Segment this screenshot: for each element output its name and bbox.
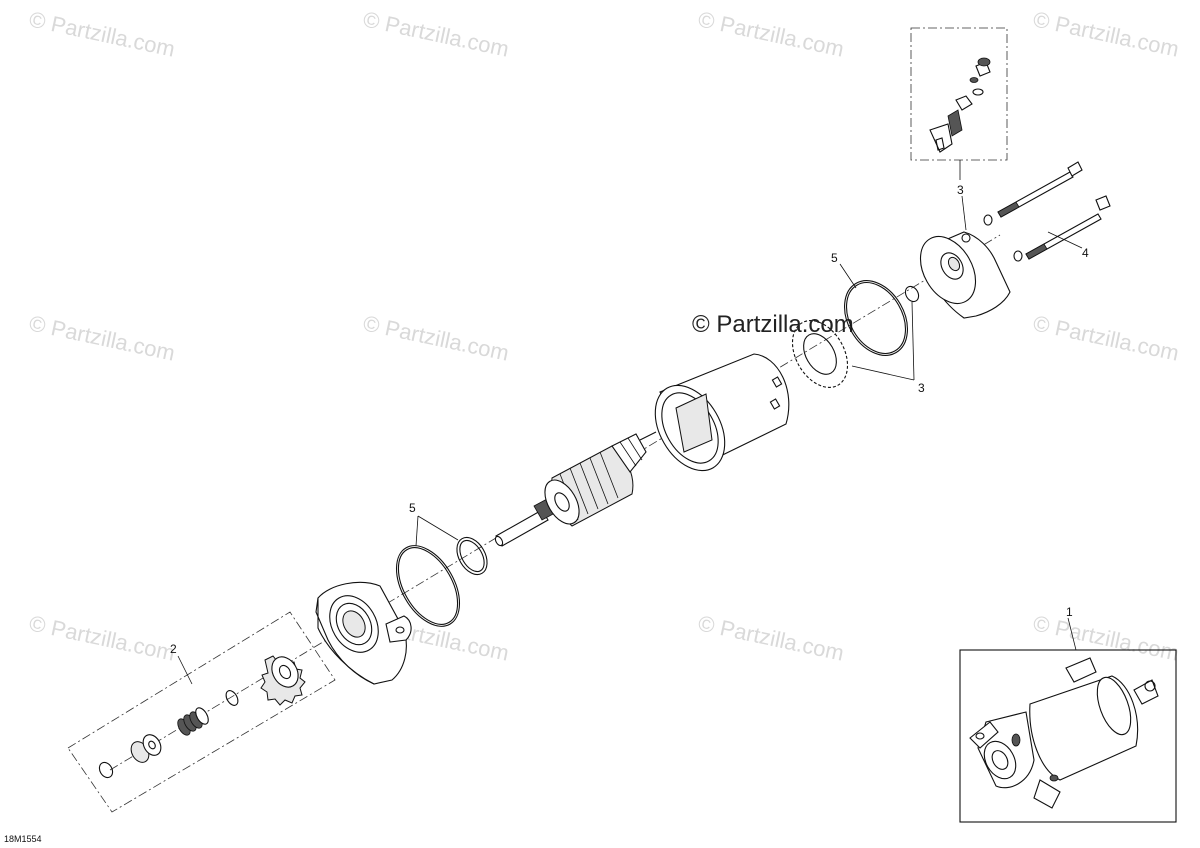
motor-yoke xyxy=(654,353,790,472)
terminal-washer xyxy=(972,88,984,96)
leader-line xyxy=(1067,617,1077,651)
armature xyxy=(494,431,657,547)
through-bolts: 4 xyxy=(983,161,1111,262)
terminal-kit-group: 3 xyxy=(910,27,1008,231)
stop-collar xyxy=(130,734,162,763)
leader-line xyxy=(417,515,459,541)
watermark: © Partzilla.com xyxy=(27,610,177,665)
watermark: © Partzilla.com xyxy=(696,6,846,61)
large-o-ring xyxy=(395,545,461,627)
pinion-gear xyxy=(260,655,306,706)
small-ring xyxy=(225,690,239,706)
leader-line xyxy=(177,655,193,685)
drive-end-housing xyxy=(315,581,412,685)
watermark-layer: © Partzilla.com © Partzilla.com © Partzi… xyxy=(27,6,1181,665)
small-o-ring xyxy=(456,536,488,576)
watermark: © Partzilla.com xyxy=(696,610,846,665)
watermark: © Partzilla.com xyxy=(1031,310,1181,365)
leader-line xyxy=(415,515,419,547)
leader-line xyxy=(911,301,915,381)
terminal-bolt xyxy=(929,109,963,153)
watermark: © Partzilla.com xyxy=(1031,6,1181,61)
watermark: © Partzilla.com xyxy=(27,6,177,61)
leader-line xyxy=(851,365,915,381)
watermark: © Partzilla.com xyxy=(1031,610,1181,665)
washer xyxy=(1013,250,1023,262)
callout-2: 2 xyxy=(170,642,177,656)
small-o-ring xyxy=(904,285,920,303)
callout-3-top: 3 xyxy=(957,183,964,197)
pinion-kit-dashed-box xyxy=(67,611,336,813)
snap-ring xyxy=(98,761,114,779)
large-o-ring xyxy=(844,280,908,356)
leader-line xyxy=(1047,231,1083,249)
upper-o-rings: 5 3 xyxy=(831,251,925,395)
callout-5-upper: 5 xyxy=(831,251,838,265)
pinion-kit-group: 2 xyxy=(67,611,336,813)
leader-line xyxy=(961,195,967,231)
watermark: © Partzilla.com xyxy=(27,310,177,365)
callout-1: 1 xyxy=(1066,605,1073,619)
lower-o-rings: 5 xyxy=(395,501,488,627)
terminal-insulator xyxy=(955,95,973,111)
callout-4: 4 xyxy=(1082,246,1089,260)
callout-5-lower: 5 xyxy=(409,501,416,515)
starter-motor-drawing xyxy=(969,657,1159,809)
drawing-code: 18M1554 xyxy=(4,834,42,844)
watermark: © Partzilla.com xyxy=(361,6,511,61)
pinion-spring xyxy=(177,707,209,736)
brush-plate xyxy=(791,320,849,388)
starter-inset-frame xyxy=(959,649,1177,823)
starter-assembly-inset: 1 xyxy=(959,605,1177,823)
assembly-axis xyxy=(109,234,1001,771)
watermark: © Partzilla.com xyxy=(361,310,511,365)
callout-3-mid: 3 xyxy=(918,381,925,395)
leader-line xyxy=(839,263,857,289)
terminal-kit-dashed-box xyxy=(910,27,1008,161)
washer xyxy=(983,214,993,226)
commutator-end-housing xyxy=(919,231,1011,319)
watermark-center: © Partzilla.com xyxy=(692,311,854,338)
